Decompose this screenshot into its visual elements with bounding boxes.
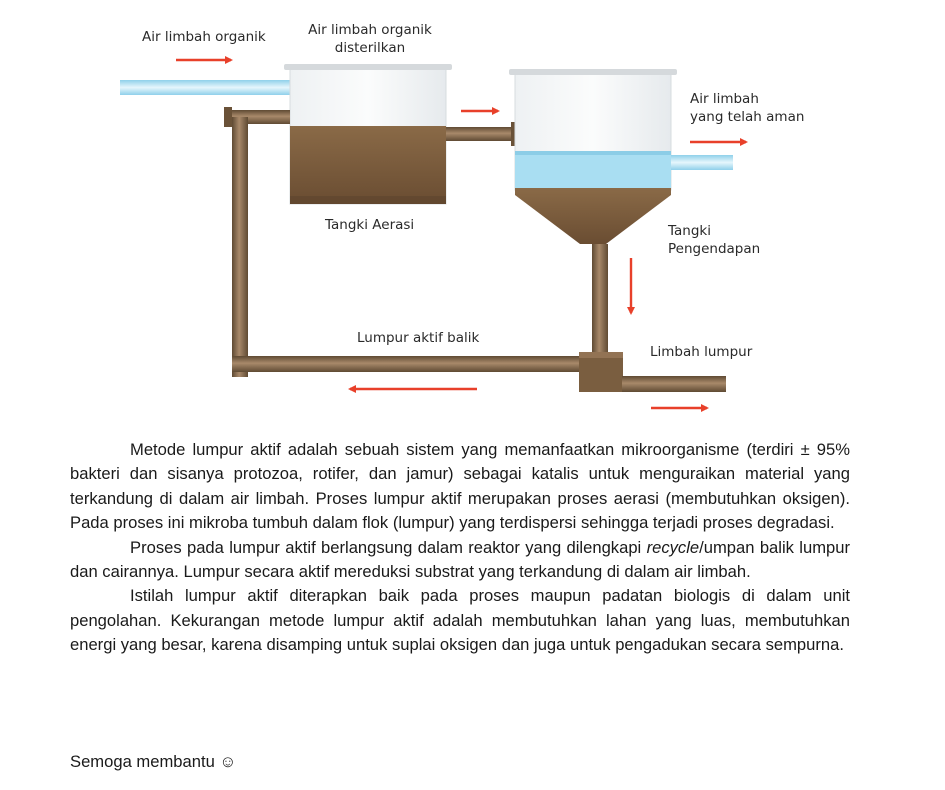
label-treated-1: Air limbah xyxy=(690,91,759,107)
activated-sludge-diagram: Air limbah organik Air limbah organik di… xyxy=(120,22,804,412)
waste-sludge-pipe xyxy=(622,376,726,392)
closing-line: Semoga membantu ☺ xyxy=(70,752,237,771)
transfer-pipe xyxy=(446,127,516,141)
return-pipe-bottom xyxy=(232,356,580,372)
paragraph-2: Proses pada lumpur aktif berlangsung dal… xyxy=(70,537,850,582)
label-inlet: Air limbah organik xyxy=(142,29,266,45)
recycle-term: recycle xyxy=(646,537,700,557)
label-settling-2: Pengendapan xyxy=(668,241,760,257)
label-sterilized-1: Air limbah organik xyxy=(308,22,432,38)
paragraph-1: Metode lumpur aktif adalah sebuah sistem… xyxy=(70,440,850,533)
body-text: Metode lumpur aktif adalah sebuah sistem… xyxy=(70,438,850,658)
label-waste-sludge: Limbah lumpur xyxy=(650,344,753,360)
label-aeration-tank: Tangki Aerasi xyxy=(324,217,414,233)
sludge-junction xyxy=(579,352,623,392)
label-return-sludge: Lumpur aktif balik xyxy=(357,330,479,346)
outlet-water-pipe xyxy=(671,155,733,170)
sludge-down-pipe xyxy=(592,244,608,356)
label-treated-2: yang telah aman xyxy=(690,109,804,125)
settling-tank xyxy=(509,69,677,244)
inlet-water-pipe xyxy=(120,80,306,95)
return-pipe-vertical xyxy=(232,117,248,377)
label-sterilized-2: disterilkan xyxy=(335,40,405,56)
paragraph-3: Istilah lumpur aktif diterapkan baik pad… xyxy=(70,586,850,655)
label-settling-1: Tangki xyxy=(667,223,711,239)
aeration-tank xyxy=(284,64,452,205)
